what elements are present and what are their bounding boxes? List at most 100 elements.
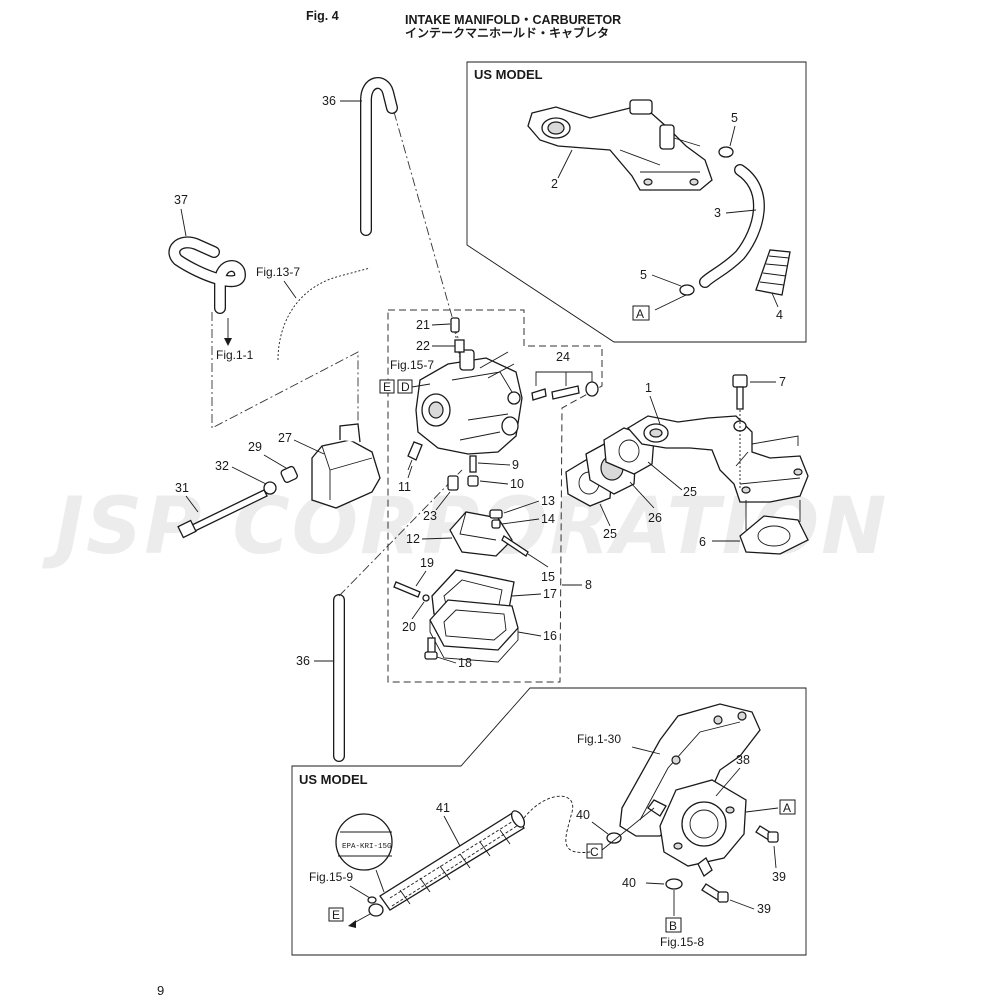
callout-29: 29 bbox=[248, 440, 262, 454]
tag-a-bottom-label: A bbox=[783, 801, 791, 815]
tag-a-top bbox=[632, 305, 650, 321]
float-chamber-16-part bbox=[429, 599, 519, 663]
callout-9: 9 bbox=[512, 458, 519, 472]
callout-13: 13 bbox=[541, 494, 555, 508]
callout-3: 3 bbox=[714, 206, 721, 220]
callout-38: 38 bbox=[736, 753, 750, 767]
tag-b-label: B bbox=[669, 919, 677, 933]
callout-8: 8 bbox=[585, 578, 592, 592]
clip-40-lower-part bbox=[665, 878, 683, 890]
jet-10-part bbox=[467, 475, 479, 487]
callout-17: 17 bbox=[543, 587, 557, 601]
bolt-31-part bbox=[177, 489, 268, 539]
us-model-bottom-panel: US MODEL Fig.1-30 38 bbox=[291, 687, 807, 956]
figure-title-english: INTAKE MANIFOLD・CARBURETOR bbox=[405, 13, 622, 27]
callout-18: 18 bbox=[458, 656, 472, 670]
us-model-top-border bbox=[466, 61, 807, 343]
callout-4: 4 bbox=[776, 308, 783, 322]
clip-5-upper-part bbox=[718, 146, 734, 158]
tag-c bbox=[586, 843, 603, 859]
epa-label-callout: EPA-KRI-15G bbox=[335, 813, 393, 893]
callout-24: 24 bbox=[556, 350, 570, 364]
callout-41: 41 bbox=[436, 801, 450, 815]
tag-b bbox=[665, 917, 682, 933]
callout-22: 22 bbox=[416, 339, 430, 353]
callout-37: 37 bbox=[174, 193, 188, 207]
screw-18-part bbox=[424, 637, 438, 660]
callout-25a: 25 bbox=[603, 527, 617, 541]
callout-25b: 25 bbox=[683, 485, 697, 499]
clip-5-lower-part bbox=[679, 284, 695, 296]
washer-32-part bbox=[263, 481, 277, 495]
bolt-39-lower-part bbox=[701, 883, 729, 903]
callout-21: 21 bbox=[416, 318, 430, 332]
callout-19: 19 bbox=[420, 556, 434, 570]
intake-manifold-1-part bbox=[626, 415, 809, 503]
collar-29-part bbox=[280, 465, 298, 483]
tag-c-label: C bbox=[590, 845, 599, 859]
us-model-bottom-border bbox=[291, 687, 807, 956]
jet-9-part bbox=[469, 455, 477, 473]
ref-fig-1-1: Fig.1-1 bbox=[216, 348, 254, 362]
callout-32: 32 bbox=[215, 459, 229, 473]
callout-5b: 5 bbox=[640, 268, 647, 282]
callout-27: 27 bbox=[278, 431, 292, 445]
callout-26: 26 bbox=[648, 511, 662, 525]
protector-4-part bbox=[755, 249, 791, 296]
callout-20: 20 bbox=[402, 620, 416, 634]
screw-15-part bbox=[501, 535, 529, 557]
needle-valve-14-part bbox=[491, 519, 501, 529]
callout-1: 1 bbox=[645, 381, 652, 395]
callout-7: 7 bbox=[779, 375, 786, 389]
ref-fig-15-7: Fig.15-7 bbox=[390, 358, 434, 372]
page-number: 9 bbox=[157, 983, 165, 998]
carburetor-assembly-boundary bbox=[387, 309, 603, 683]
screw-19-part bbox=[393, 581, 421, 598]
callout-40b: 40 bbox=[622, 876, 636, 890]
tag-e-top-label: E bbox=[383, 380, 391, 394]
tag-e-bottom-label: E bbox=[332, 908, 340, 922]
bolt-39-upper-part bbox=[755, 825, 779, 843]
callout-39b: 39 bbox=[757, 902, 771, 916]
figure-title-japanese: インテークマニホールド・キャブレタ bbox=[405, 26, 610, 40]
manifold-us-model-part bbox=[527, 99, 713, 191]
callout-5a: 5 bbox=[731, 111, 738, 125]
callout-39a: 39 bbox=[772, 870, 786, 884]
us-model-bottom-title: US MODEL bbox=[299, 772, 368, 787]
tag-d-label: D bbox=[401, 380, 410, 394]
callout-11: 11 bbox=[398, 480, 411, 494]
callout-36a: 36 bbox=[322, 94, 336, 108]
callout-36b: 36 bbox=[296, 654, 310, 668]
tag-e-bottom bbox=[328, 907, 344, 922]
epa-label-text: EPA-KRI-15G bbox=[342, 843, 392, 851]
callout-2: 2 bbox=[551, 177, 558, 191]
callout-40a: 40 bbox=[576, 808, 590, 822]
tag-a-bottom bbox=[779, 799, 796, 815]
callout-14: 14 bbox=[541, 512, 555, 526]
pin-13-part bbox=[489, 509, 503, 519]
callout-16: 16 bbox=[543, 629, 557, 643]
tag-d bbox=[397, 379, 413, 394]
air-silencer-27-part bbox=[311, 423, 381, 509]
figure-number: Fig. 4 bbox=[306, 9, 339, 23]
callout-12: 12 bbox=[406, 532, 420, 546]
ref-fig-15-9: Fig.15-9 bbox=[309, 870, 353, 884]
bolt-7-part bbox=[732, 374, 748, 410]
screw-11-part bbox=[407, 441, 423, 471]
us-model-top-panel: US MODEL bbox=[466, 61, 807, 343]
callout-31: 31 bbox=[175, 481, 189, 495]
fuel-pump-38-part bbox=[647, 779, 747, 877]
tag-a-top-label: A bbox=[636, 307, 644, 321]
tag-e-top bbox=[379, 379, 395, 394]
ref-fig-1-30: Fig.1-30 bbox=[577, 732, 621, 746]
callout-10: 10 bbox=[510, 477, 524, 491]
gasket-6-part bbox=[739, 515, 809, 555]
ref-fig-13-7: Fig.13-7 bbox=[256, 265, 300, 279]
clip-40-upper-part bbox=[606, 832, 622, 844]
us-model-top-title: US MODEL bbox=[474, 67, 543, 82]
callout-23: 23 bbox=[423, 509, 437, 523]
fuel-line-41-part bbox=[379, 810, 526, 911]
throttle-cable-part bbox=[277, 267, 371, 361]
